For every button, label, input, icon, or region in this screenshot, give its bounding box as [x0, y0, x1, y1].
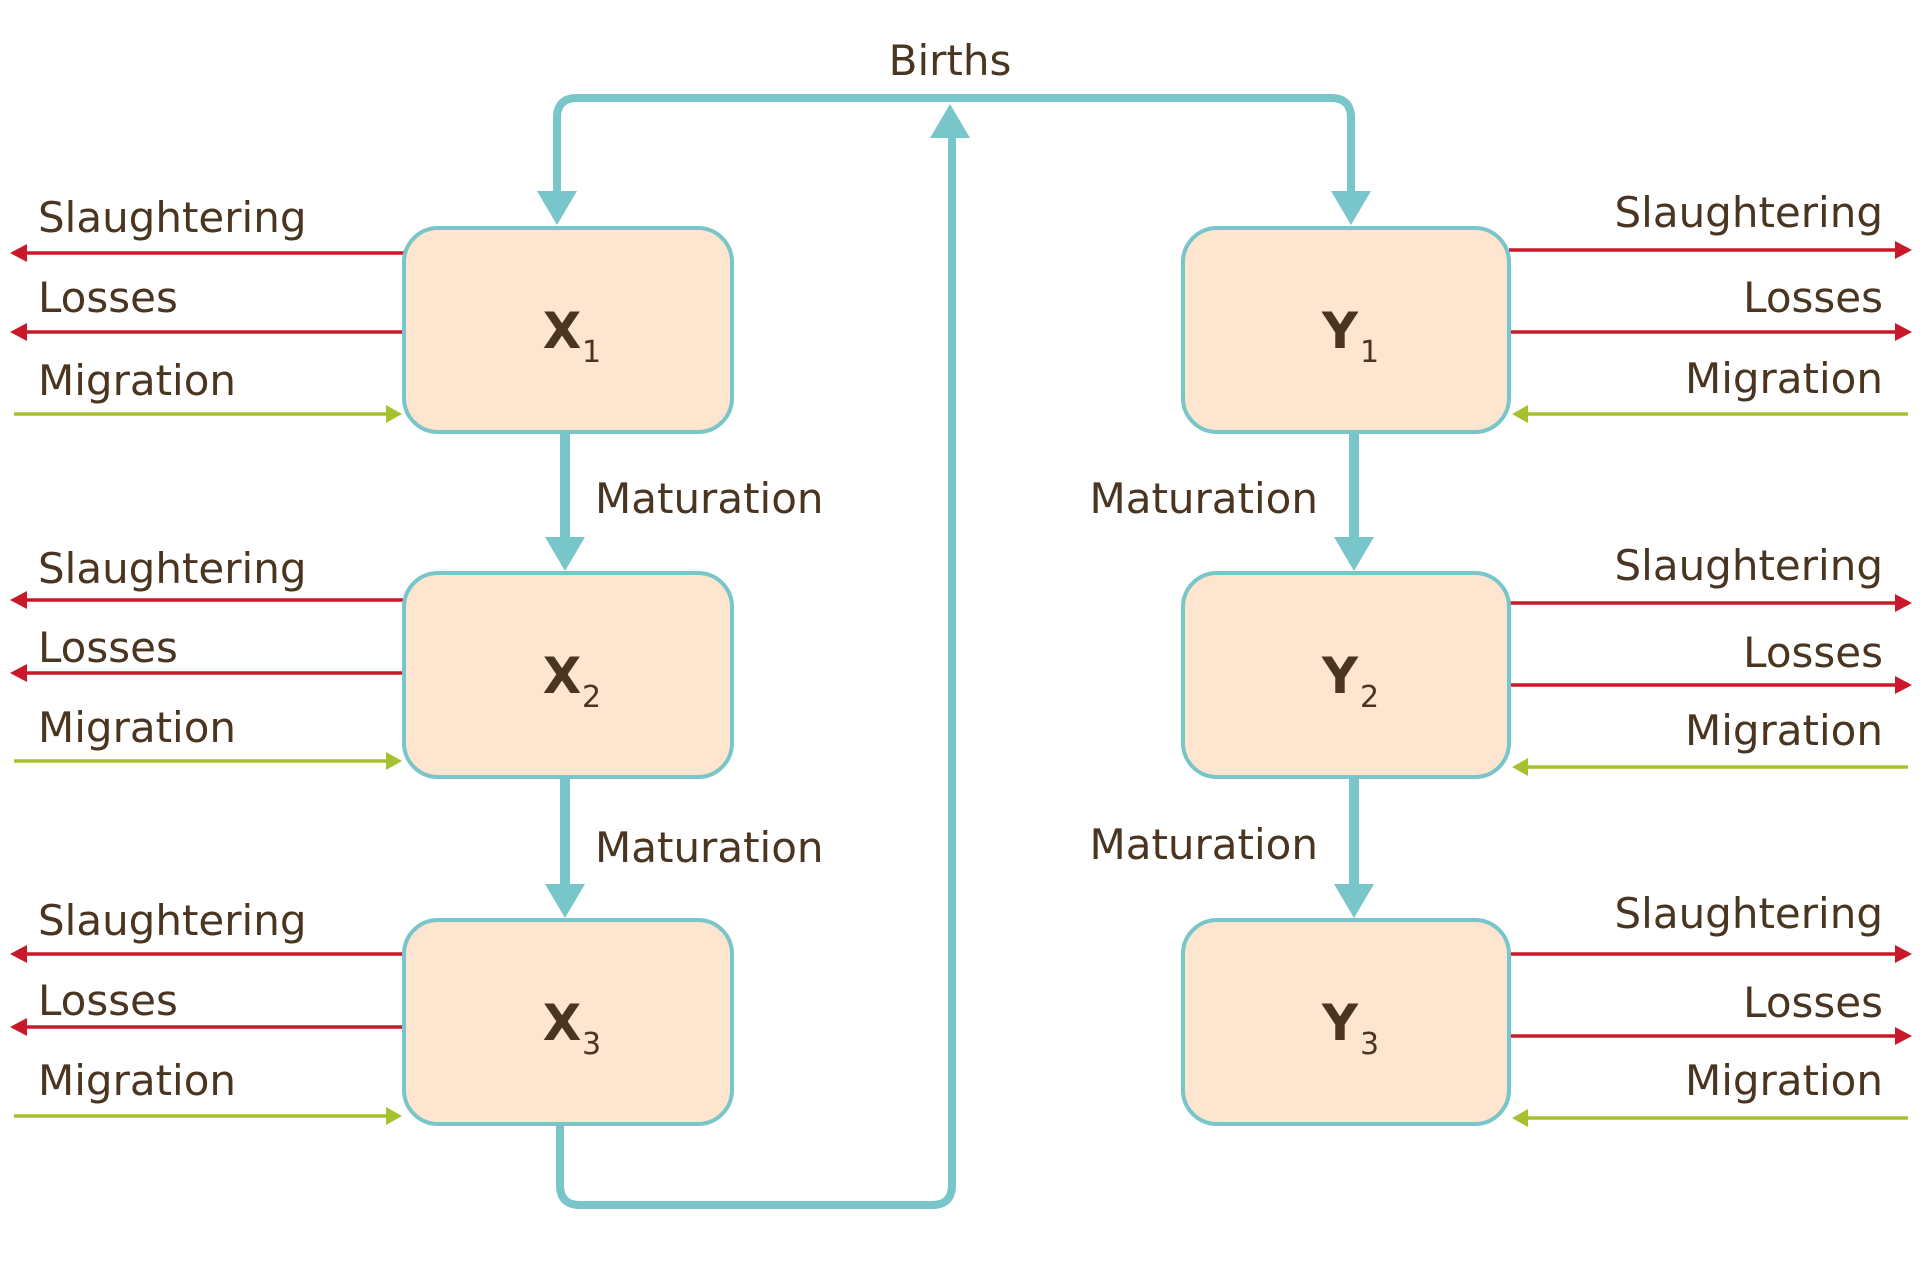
slaughtering-label: Slaughtering — [1615, 889, 1884, 938]
migration-label: Migration — [38, 1056, 236, 1105]
births-return-line — [556, 135, 956, 1209]
maturation-label: Maturation — [595, 474, 824, 523]
box-rect — [1181, 571, 1511, 779]
losses-label: Losses — [1743, 628, 1883, 677]
maturation-arrowhead — [1334, 537, 1374, 571]
losses-label: Losses — [38, 976, 178, 1025]
box-subscript: 1 — [1360, 335, 1379, 370]
box-label: Y — [1321, 994, 1359, 1052]
migration-arrowhead — [1512, 758, 1528, 776]
box-label: X — [543, 994, 582, 1052]
births-arrowhead-x1 — [537, 191, 577, 225]
slaughtering-label: Slaughtering — [38, 544, 307, 593]
migration-arrowhead — [386, 752, 402, 770]
box-subscript: 2 — [582, 680, 601, 715]
migration-label: Migration — [1685, 354, 1883, 403]
losses-label: Losses — [38, 623, 178, 672]
connectors — [10, 94, 1912, 1209]
migration-arrowhead — [386, 405, 402, 423]
losses-label: Losses — [1743, 978, 1883, 1027]
losses-label: Losses — [1743, 273, 1883, 322]
migration-label: Migration — [1685, 1056, 1883, 1105]
box-rect — [1181, 226, 1511, 434]
migration-label: Migration — [38, 703, 236, 752]
slaughter-arrowhead — [10, 945, 27, 963]
box-subscript: 3 — [1360, 1027, 1379, 1062]
box-label: Y — [1321, 647, 1359, 705]
box-label: Y — [1321, 302, 1359, 360]
migration-label: Migration — [38, 356, 236, 405]
births-up-arrowhead — [930, 104, 970, 138]
losses-arrowhead — [10, 1018, 27, 1036]
box-subscript: 1 — [582, 335, 601, 370]
labels: Births SlaughteringLossesMigrationSlaugh… — [38, 36, 1883, 1105]
box-rect — [402, 571, 734, 779]
losses-label: Losses — [38, 273, 178, 322]
box-subscript: 2 — [1360, 680, 1379, 715]
box-label: X — [543, 302, 582, 360]
box-subscript: 3 — [582, 1027, 601, 1062]
losses-arrowhead — [1895, 676, 1912, 694]
slaughter-arrowhead — [1895, 594, 1912, 612]
migration-arrowhead — [1512, 1109, 1528, 1127]
box-label: X — [543, 647, 582, 705]
box-rect — [402, 918, 734, 1126]
births-label: Births — [889, 36, 1012, 85]
migration-label: Migration — [1685, 706, 1883, 755]
losses-arrowhead — [10, 323, 27, 341]
births-distribution-line — [553, 94, 1355, 195]
migration-arrowhead — [386, 1107, 402, 1125]
slaughtering-label: Slaughtering — [1615, 188, 1884, 237]
maturation-arrowhead — [1334, 884, 1374, 918]
losses-arrowhead — [1895, 323, 1912, 341]
births-arrowhead-y1 — [1331, 191, 1371, 225]
losses-arrowhead — [1895, 1027, 1912, 1045]
slaughter-arrowhead — [10, 591, 27, 609]
losses-arrowhead — [10, 664, 27, 682]
box-rect — [1181, 918, 1511, 1126]
maturation-label: Maturation — [1089, 474, 1318, 523]
slaughtering-label: Slaughtering — [1615, 541, 1884, 590]
slaughtering-label: Slaughtering — [38, 896, 307, 945]
maturation-arrowhead — [545, 537, 585, 571]
migration-arrowhead — [1512, 405, 1528, 423]
slaughtering-label: Slaughtering — [38, 193, 307, 242]
slaughter-arrowhead — [10, 244, 27, 262]
slaughter-arrowhead — [1895, 945, 1912, 963]
maturation-label: Maturation — [595, 823, 824, 872]
box-rect — [402, 226, 734, 434]
slaughter-arrowhead — [1895, 241, 1912, 259]
maturation-arrowhead — [545, 884, 585, 918]
maturation-label: Maturation — [1089, 820, 1318, 869]
